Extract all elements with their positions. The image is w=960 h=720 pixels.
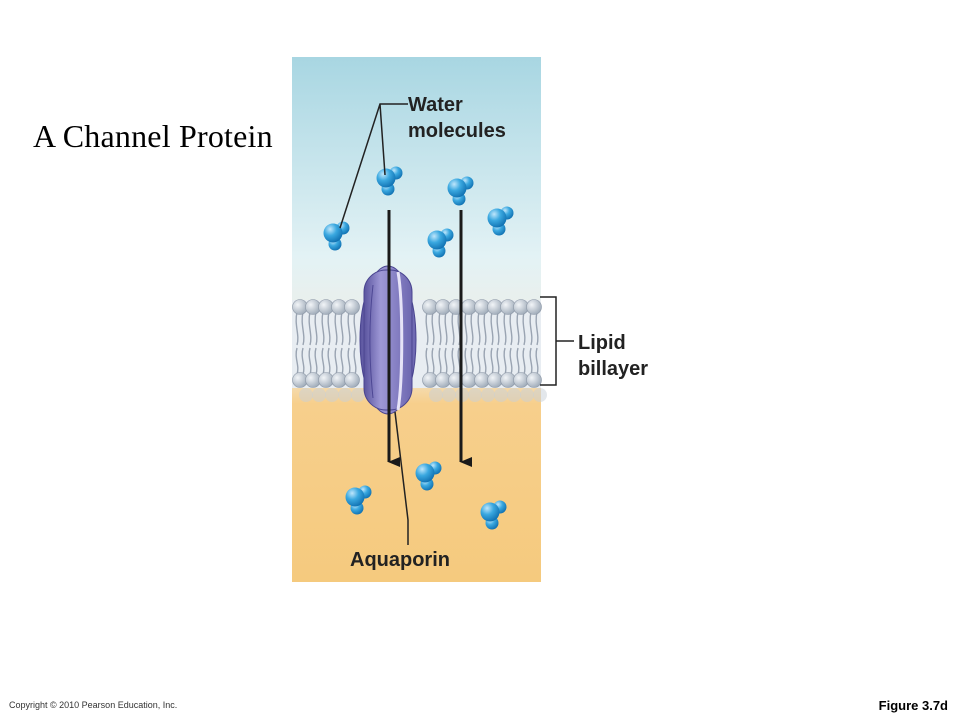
- aquaporin-label: Aquaporin: [350, 549, 450, 571]
- lipid-head: [344, 372, 360, 388]
- water-molecule: [427, 228, 454, 258]
- lipid-head: [526, 372, 542, 388]
- page-title: A Channel Protein: [33, 118, 273, 154]
- water-molecule: [323, 221, 350, 251]
- copyright-notice: Copyright © 2010 Pearson Education, Inc.: [9, 700, 178, 710]
- water-molecule: [487, 206, 514, 236]
- lipid-head: [526, 299, 542, 315]
- water-molecule: [415, 461, 442, 491]
- leader-lines: [339, 103, 574, 545]
- water-flow-arrows: [387, 210, 472, 467]
- water-molecule: [447, 176, 474, 206]
- water-molecule: [376, 166, 403, 196]
- lipid-head: [344, 299, 360, 315]
- aquaporin-leader-line: [394, 411, 409, 545]
- lipid-label-line-1: Lipid: [578, 332, 626, 354]
- water-molecules-label: Water molecules: [408, 92, 506, 144]
- lipid-label-line-2: billayer: [578, 358, 649, 380]
- figure-number: Figure 3.7d: [878, 698, 948, 713]
- water-label-line-2: molecules: [408, 120, 506, 142]
- water-label-line-1: Water: [408, 94, 463, 116]
- lipid-bilayer: [292, 299, 547, 402]
- water-leader-line: [339, 103, 408, 229]
- lipid-bracket: [540, 296, 574, 386]
- lipid-bilayer-label: Lipid billayer: [578, 330, 648, 382]
- water-molecules: [323, 166, 514, 530]
- water-molecule: [480, 500, 507, 530]
- water-molecule: [345, 485, 372, 515]
